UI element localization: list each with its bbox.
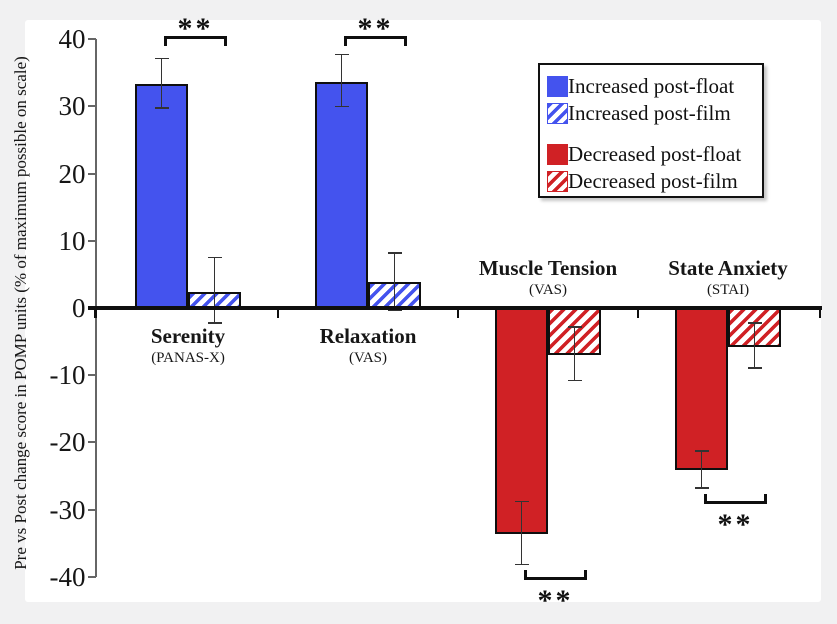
legend-label: Increased post-float — [568, 74, 735, 98]
group-subtitle: (PANAS-X) — [151, 350, 225, 366]
legend-item-decreased-post-film: Decreased post-film — [547, 168, 762, 195]
y-tick-label: -40 — [49, 561, 86, 592]
error-bar-cap — [334, 53, 349, 56]
y-tick-label: 20 — [58, 158, 86, 189]
y-tick — [87, 172, 96, 175]
y-tick — [87, 441, 96, 444]
y-tick-label: 0 — [72, 293, 86, 323]
legend-swatch-hatched-blue-icon — [547, 103, 568, 124]
y-tick-label: -30 — [49, 494, 86, 525]
significance-bracket — [704, 493, 767, 504]
legend-label: Decreased post-float — [568, 142, 742, 166]
error-bar-cap — [154, 106, 169, 109]
group-label-muscle-tension: Muscle Tension (VAS) — [458, 256, 638, 299]
error-bar-line — [160, 58, 163, 108]
group-subtitle: (VAS) — [348, 350, 388, 366]
error-bar-cap — [387, 309, 402, 311]
y-tick-label: 40 — [58, 24, 86, 55]
error-bar-cap — [207, 321, 222, 324]
error-bar-line — [520, 501, 523, 565]
error-bar-line — [213, 257, 216, 323]
error-bar-line — [753, 322, 756, 368]
legend-item-decreased-post-float: Decreased post-float — [547, 141, 762, 168]
y-tick — [87, 38, 96, 41]
error-bar-cap — [514, 563, 529, 566]
error-bar-cap — [567, 379, 582, 382]
significance-stars: ** — [177, 12, 214, 45]
error-bar-cap — [747, 321, 762, 324]
group-title: Serenity — [150, 324, 226, 348]
error-bar-cap — [514, 500, 529, 503]
group-title: Muscle Tension — [478, 256, 618, 280]
error-bar-line — [340, 54, 343, 107]
y-tick — [87, 575, 96, 578]
x-tick — [94, 308, 97, 318]
bar-muscle-tension-post-float — [495, 307, 548, 535]
y-tick-label: 30 — [58, 91, 86, 122]
legend-swatch-solid-blue-icon — [547, 76, 568, 97]
group-subtitle: (VAS) — [528, 282, 568, 298]
significance-bracket — [524, 570, 587, 581]
significance-stars: ** — [357, 12, 394, 45]
error-bar-cap — [567, 326, 582, 328]
legend-label: Decreased post-film — [568, 169, 738, 193]
error-bar-cap — [387, 252, 402, 254]
legend-swatch-hatched-red-icon — [547, 171, 568, 192]
y-tick — [87, 105, 96, 108]
error-bar-cap — [694, 487, 709, 489]
legend-spacer — [547, 127, 762, 141]
x-tick — [276, 308, 280, 318]
error-bar-cap — [154, 57, 169, 60]
legend-swatch-solid-red-icon — [547, 144, 568, 165]
group-label-state-anxiety: State Anxiety (STAI) — [638, 256, 818, 299]
error-bar-line — [700, 451, 703, 489]
group-label-relaxation: Relaxation (VAS) — [278, 324, 458, 367]
group-title: State Anxiety — [668, 256, 788, 280]
error-bar-line — [573, 326, 576, 381]
bar-state-anxiety-post-float — [675, 307, 728, 471]
error-bar-cap — [334, 105, 349, 108]
x-tick — [818, 308, 822, 318]
y-tick-label: -20 — [49, 427, 86, 458]
legend-item-increased-post-film: Increased post-film — [547, 100, 762, 127]
y-tick-label: 10 — [58, 225, 86, 256]
group-subtitle: (STAI) — [706, 282, 750, 298]
significance-stars: ** — [537, 584, 574, 618]
significance-stars: ** — [717, 507, 754, 541]
legend-label: Increased post-film — [568, 101, 731, 125]
error-bar-cap — [747, 367, 762, 369]
legend-box: Increased post-float Increased post-film… — [538, 63, 764, 198]
x-tick — [636, 308, 640, 318]
bar-relaxation-post-float — [315, 81, 368, 310]
legend-item-increased-post-float: Increased post-float — [547, 73, 762, 100]
error-bar-line — [393, 252, 396, 310]
group-title: Relaxation — [319, 324, 417, 348]
significance-bracket — [344, 36, 407, 46]
error-bar-cap — [207, 256, 222, 259]
y-tick — [87, 374, 96, 377]
y-tick-label: -10 — [49, 360, 86, 391]
bar-serenity-post-float — [135, 83, 188, 310]
y-tick — [87, 508, 96, 511]
y-tick — [87, 239, 96, 242]
significance-bracket — [164, 36, 227, 46]
error-bar-cap — [694, 450, 709, 452]
x-tick — [456, 308, 460, 318]
x-axis — [88, 306, 822, 310]
group-label-serenity: Serenity (PANAS-X) — [98, 324, 278, 367]
